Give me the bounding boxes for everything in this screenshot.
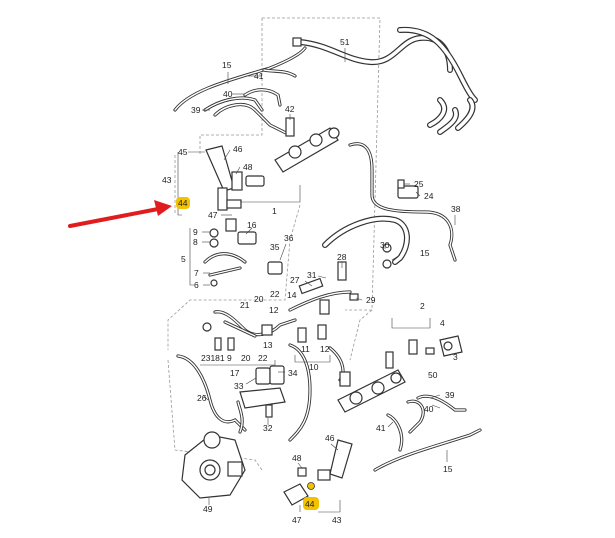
label-10: 10: [309, 362, 319, 372]
label-7: 7: [194, 268, 199, 278]
label-24: 24: [424, 191, 434, 201]
label-46-upper: 46: [233, 144, 243, 154]
label-44-lower: 44: [305, 499, 315, 509]
label-3: 3: [453, 352, 458, 362]
sensor-3: [439, 335, 463, 357]
label-1: 1: [272, 206, 277, 216]
injection-lines-upper: [203, 88, 292, 137]
label-43-lower: 43: [332, 515, 342, 525]
injector-upper: [205, 145, 243, 211]
hose-15-middle: [322, 215, 410, 269]
label-36: 36: [284, 233, 294, 243]
line-38: [348, 142, 457, 262]
label-46-lower: 46: [325, 433, 335, 443]
label-23-18-19: 23181 9: [201, 353, 232, 363]
label-11: 11: [301, 344, 310, 354]
line-15-upper: [173, 46, 307, 112]
injection-lines-lower: [386, 394, 467, 452]
label-31: 31: [307, 270, 317, 280]
label-35: 35: [270, 242, 280, 252]
lines-middle: [202, 310, 327, 351]
label-28: 28: [337, 252, 347, 262]
callout-labels: 51 15 41 40 39 42 45 46 48 43 44 47 1 25…: [162, 37, 461, 525]
label-33: 33: [234, 381, 244, 391]
label-14: 14: [287, 290, 297, 300]
label-32: 32: [263, 423, 273, 433]
label-2: 2: [420, 301, 425, 311]
highlight-marker-upper: [176, 197, 190, 209]
label-34: 34: [288, 368, 298, 378]
label-47-lower: 47: [292, 515, 302, 525]
label-22: 22: [270, 289, 280, 299]
hose-51: [292, 26, 478, 135]
label-41-upper: 41: [254, 71, 264, 81]
pipe-26: [176, 354, 247, 434]
label-16: 16: [247, 220, 257, 230]
label-15-lower: 15: [443, 464, 453, 474]
red-pointer-arrow: [68, 200, 172, 228]
injector-lower: [283, 439, 353, 506]
bracket-parts-left: [203, 218, 283, 287]
label-47-upper: 47: [208, 210, 218, 220]
label-30: 30: [380, 240, 390, 250]
label-20-lower: 20: [241, 353, 251, 363]
fuel-rail-upper: [245, 117, 340, 187]
bracket-24: [397, 179, 419, 199]
label-12-lower: 12: [320, 344, 330, 354]
leader-lines: [177, 48, 456, 513]
label-8: 8: [193, 237, 198, 247]
label-25: 25: [414, 179, 424, 189]
label-29: 29: [366, 295, 376, 305]
high-pressure-pump: [181, 431, 246, 499]
line-15-lower: [373, 428, 482, 472]
label-22-lower: 22: [258, 353, 268, 363]
label-39-upper: 39: [191, 105, 201, 115]
label-27: 27: [290, 275, 300, 285]
highlight-ring-lower: [307, 482, 315, 490]
label-41-lower: 41: [376, 423, 386, 433]
label-44-upper: 44: [178, 198, 188, 208]
label-51: 51: [340, 37, 350, 47]
label-15-upper: 15: [222, 60, 232, 70]
highlight-marker-lower: [303, 497, 319, 510]
label-48-upper: 48: [243, 162, 253, 172]
fuel-rail-lower: [337, 339, 435, 413]
label-43-upper: 43: [162, 175, 172, 185]
label-15-middle: 15: [420, 248, 430, 258]
label-48-lower: 48: [292, 453, 302, 463]
label-9: 9: [193, 227, 198, 237]
label-20: 20: [254, 294, 264, 304]
label-26: 26: [197, 393, 207, 403]
label-40-upper: 40: [223, 89, 233, 99]
label-39-lower: 39: [445, 390, 455, 400]
label-21: 21: [240, 300, 250, 310]
label-40-lower: 40: [424, 404, 434, 414]
bracket-33-34: [239, 365, 286, 418]
label-42: 42: [285, 104, 295, 114]
line-to-pump: [288, 343, 345, 442]
label-12-upper: 12: [269, 305, 279, 315]
label-50: 50: [428, 370, 438, 380]
label-17: 17: [230, 368, 240, 378]
label-49: 49: [203, 504, 213, 514]
label-38: 38: [451, 204, 461, 214]
label-5: 5: [181, 254, 186, 264]
label-4: 4: [440, 318, 445, 328]
label-45: 45: [178, 147, 188, 157]
pipes-center: [288, 261, 359, 315]
label-6: 6: [194, 280, 199, 290]
label-13: 13: [263, 340, 273, 350]
